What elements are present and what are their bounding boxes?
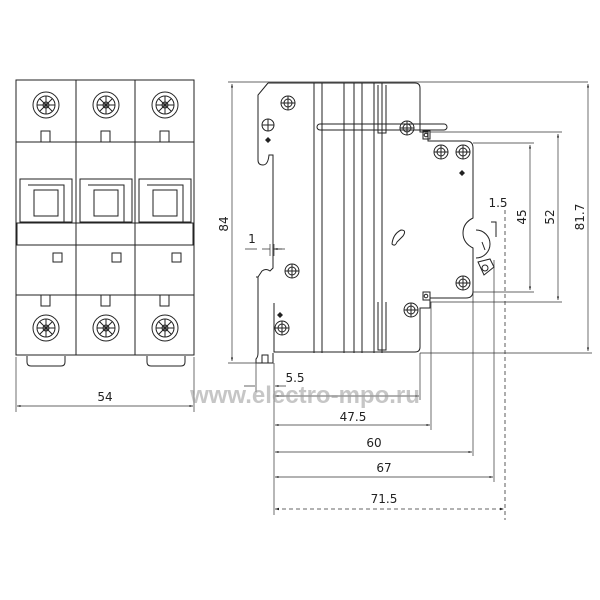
dim-45-label: 45 (515, 209, 529, 224)
dim-5-5-label: 5.5 (285, 371, 304, 385)
width-dimension-label: 54 (97, 390, 112, 404)
watermark: www.electro-mpo.ru (189, 382, 420, 409)
bottom-terminal-screws (32, 314, 179, 342)
dim-67-label: 67 (376, 461, 391, 475)
front-view: 54 (15, 79, 195, 412)
side-view: 84 45 52 81.7 1 1.5 5.5 47.5 60 67 71.5 (217, 81, 592, 520)
dim-71-5-label: 71.5 (371, 492, 398, 506)
rail-gap-label: 1 (248, 232, 256, 246)
dim-52-label: 52 (543, 209, 557, 224)
toggle-handles (19, 178, 192, 223)
dim-60-label: 60 (366, 436, 381, 450)
top-terminal-screws (32, 91, 179, 119)
small-dim-label: 1.5 (488, 196, 507, 210)
dim-47-5-label: 47.5 (340, 410, 367, 424)
dim-81-7-label: 81.7 (573, 204, 587, 231)
height-dimension-label: 84 (217, 216, 231, 231)
